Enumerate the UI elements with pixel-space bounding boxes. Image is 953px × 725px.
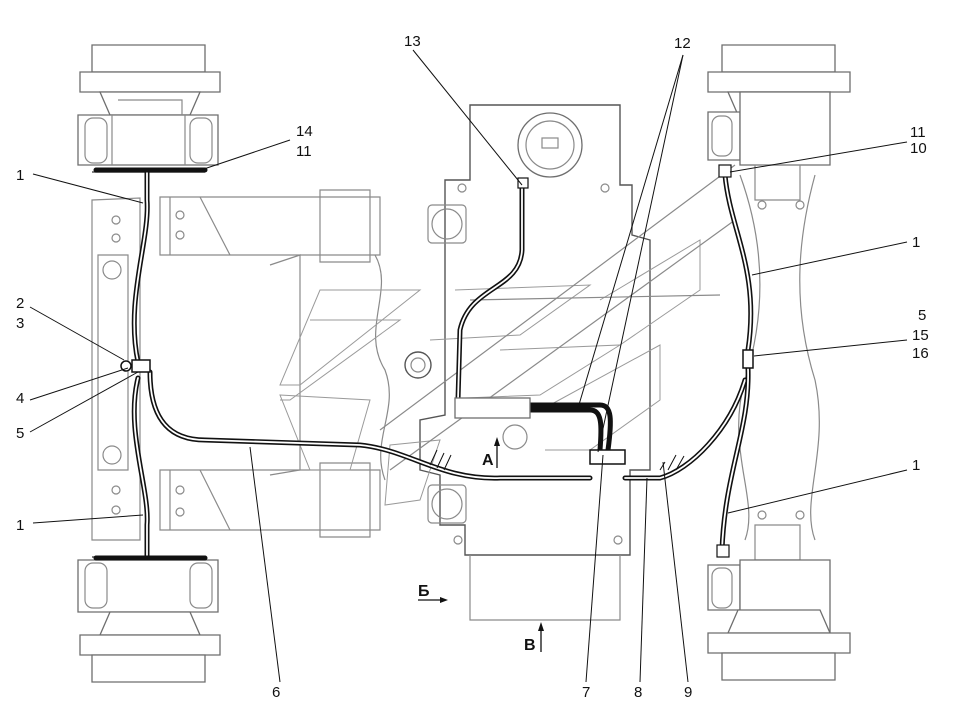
view-letter-b: Б — [418, 583, 430, 600]
view-arrows — [418, 437, 544, 652]
callout-4: 4 — [16, 390, 24, 407]
callout-labels: 1 1 2 3 4 5 14 11 13 12 11 10 1 5 15 16 … — [16, 33, 929, 701]
callout-7: 7 — [582, 684, 590, 701]
tee-fitting — [120, 360, 132, 372]
left-top-wheel — [77, 44, 221, 173]
chassis-outline — [91, 104, 736, 621]
callout-1-bottom-left: 1 — [16, 517, 24, 534]
callout-2: 2 — [16, 295, 24, 312]
right-top-wheel — [707, 44, 851, 201]
brake-hoses — [93, 167, 754, 561]
right-coupling — [742, 349, 754, 369]
brake-components — [120, 164, 754, 558]
callout-10: 10 — [910, 140, 927, 157]
callout-1-right-bottom: 1 — [912, 457, 920, 474]
callout-11-right: 11 — [910, 124, 926, 141]
callout-11-left: 11 — [296, 143, 312, 160]
callout-16: 16 — [912, 345, 929, 362]
leader-lines — [29, 49, 908, 683]
view-letter-a: А — [482, 452, 494, 469]
manifold-block — [454, 397, 531, 419]
view-letter-labels: А Б В — [418, 452, 536, 654]
callout-13: 13 — [404, 33, 421, 50]
callout-5-left: 5 — [16, 425, 24, 442]
view-letter-v: В — [524, 637, 536, 654]
right-bottom-wheel — [707, 524, 851, 681]
callout-1-right-top: 1 — [912, 234, 920, 251]
callout-6: 6 — [272, 684, 280, 701]
left-bottom-wheel — [77, 556, 221, 683]
callout-14: 14 — [296, 123, 313, 140]
distribution-valve — [589, 449, 626, 465]
callout-8: 8 — [634, 684, 642, 701]
callout-5-right: 5 — [918, 307, 926, 324]
callout-15: 15 — [912, 327, 929, 344]
callout-12: 12 — [674, 35, 691, 52]
callout-3: 3 — [16, 315, 24, 332]
callout-1-top-left: 1 — [16, 167, 24, 184]
callout-9: 9 — [684, 684, 692, 701]
